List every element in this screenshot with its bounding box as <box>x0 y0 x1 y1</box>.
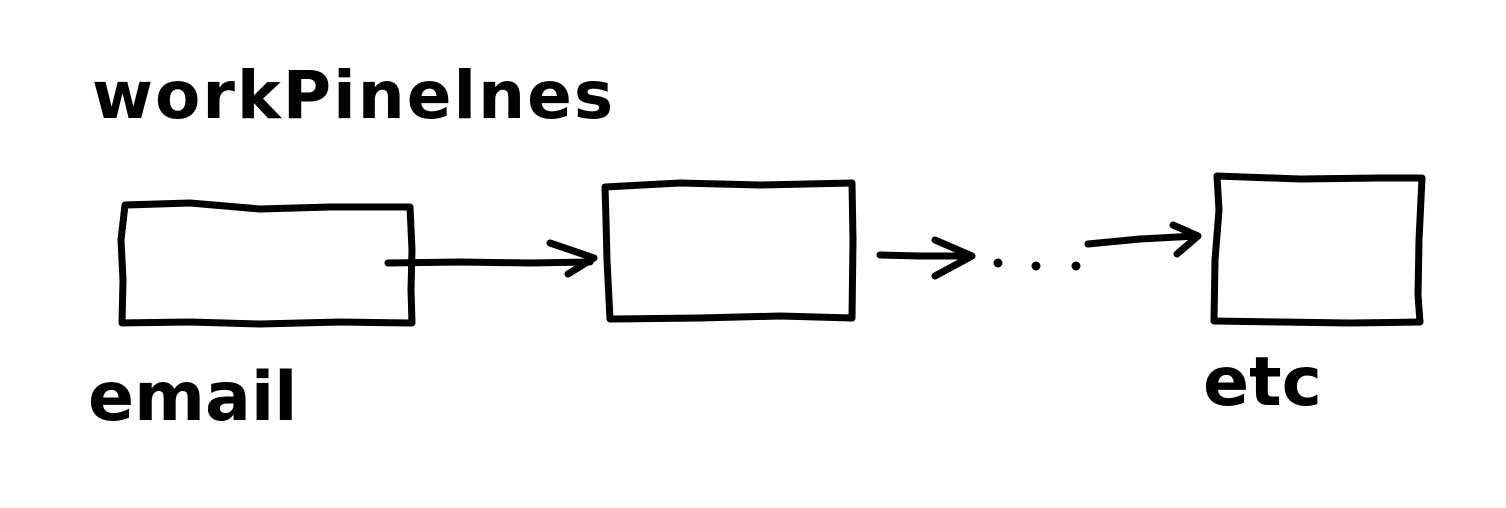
box-label-email: email <box>88 358 297 437</box>
pipeline-box-middle <box>601 179 857 323</box>
arrow-ellipsis-to-etc <box>1084 221 1202 258</box>
arrow-email-to-step <box>384 239 598 278</box>
box-label-etc: etc <box>1203 343 1322 422</box>
diagram-title: workPinelnes <box>92 57 615 134</box>
ellipsis-dots <box>993 258 1081 271</box>
pipeline-box-email <box>117 199 416 328</box>
pipeline-box-etc <box>1210 172 1426 327</box>
arrow-step-to-ellipsis <box>876 236 976 280</box>
